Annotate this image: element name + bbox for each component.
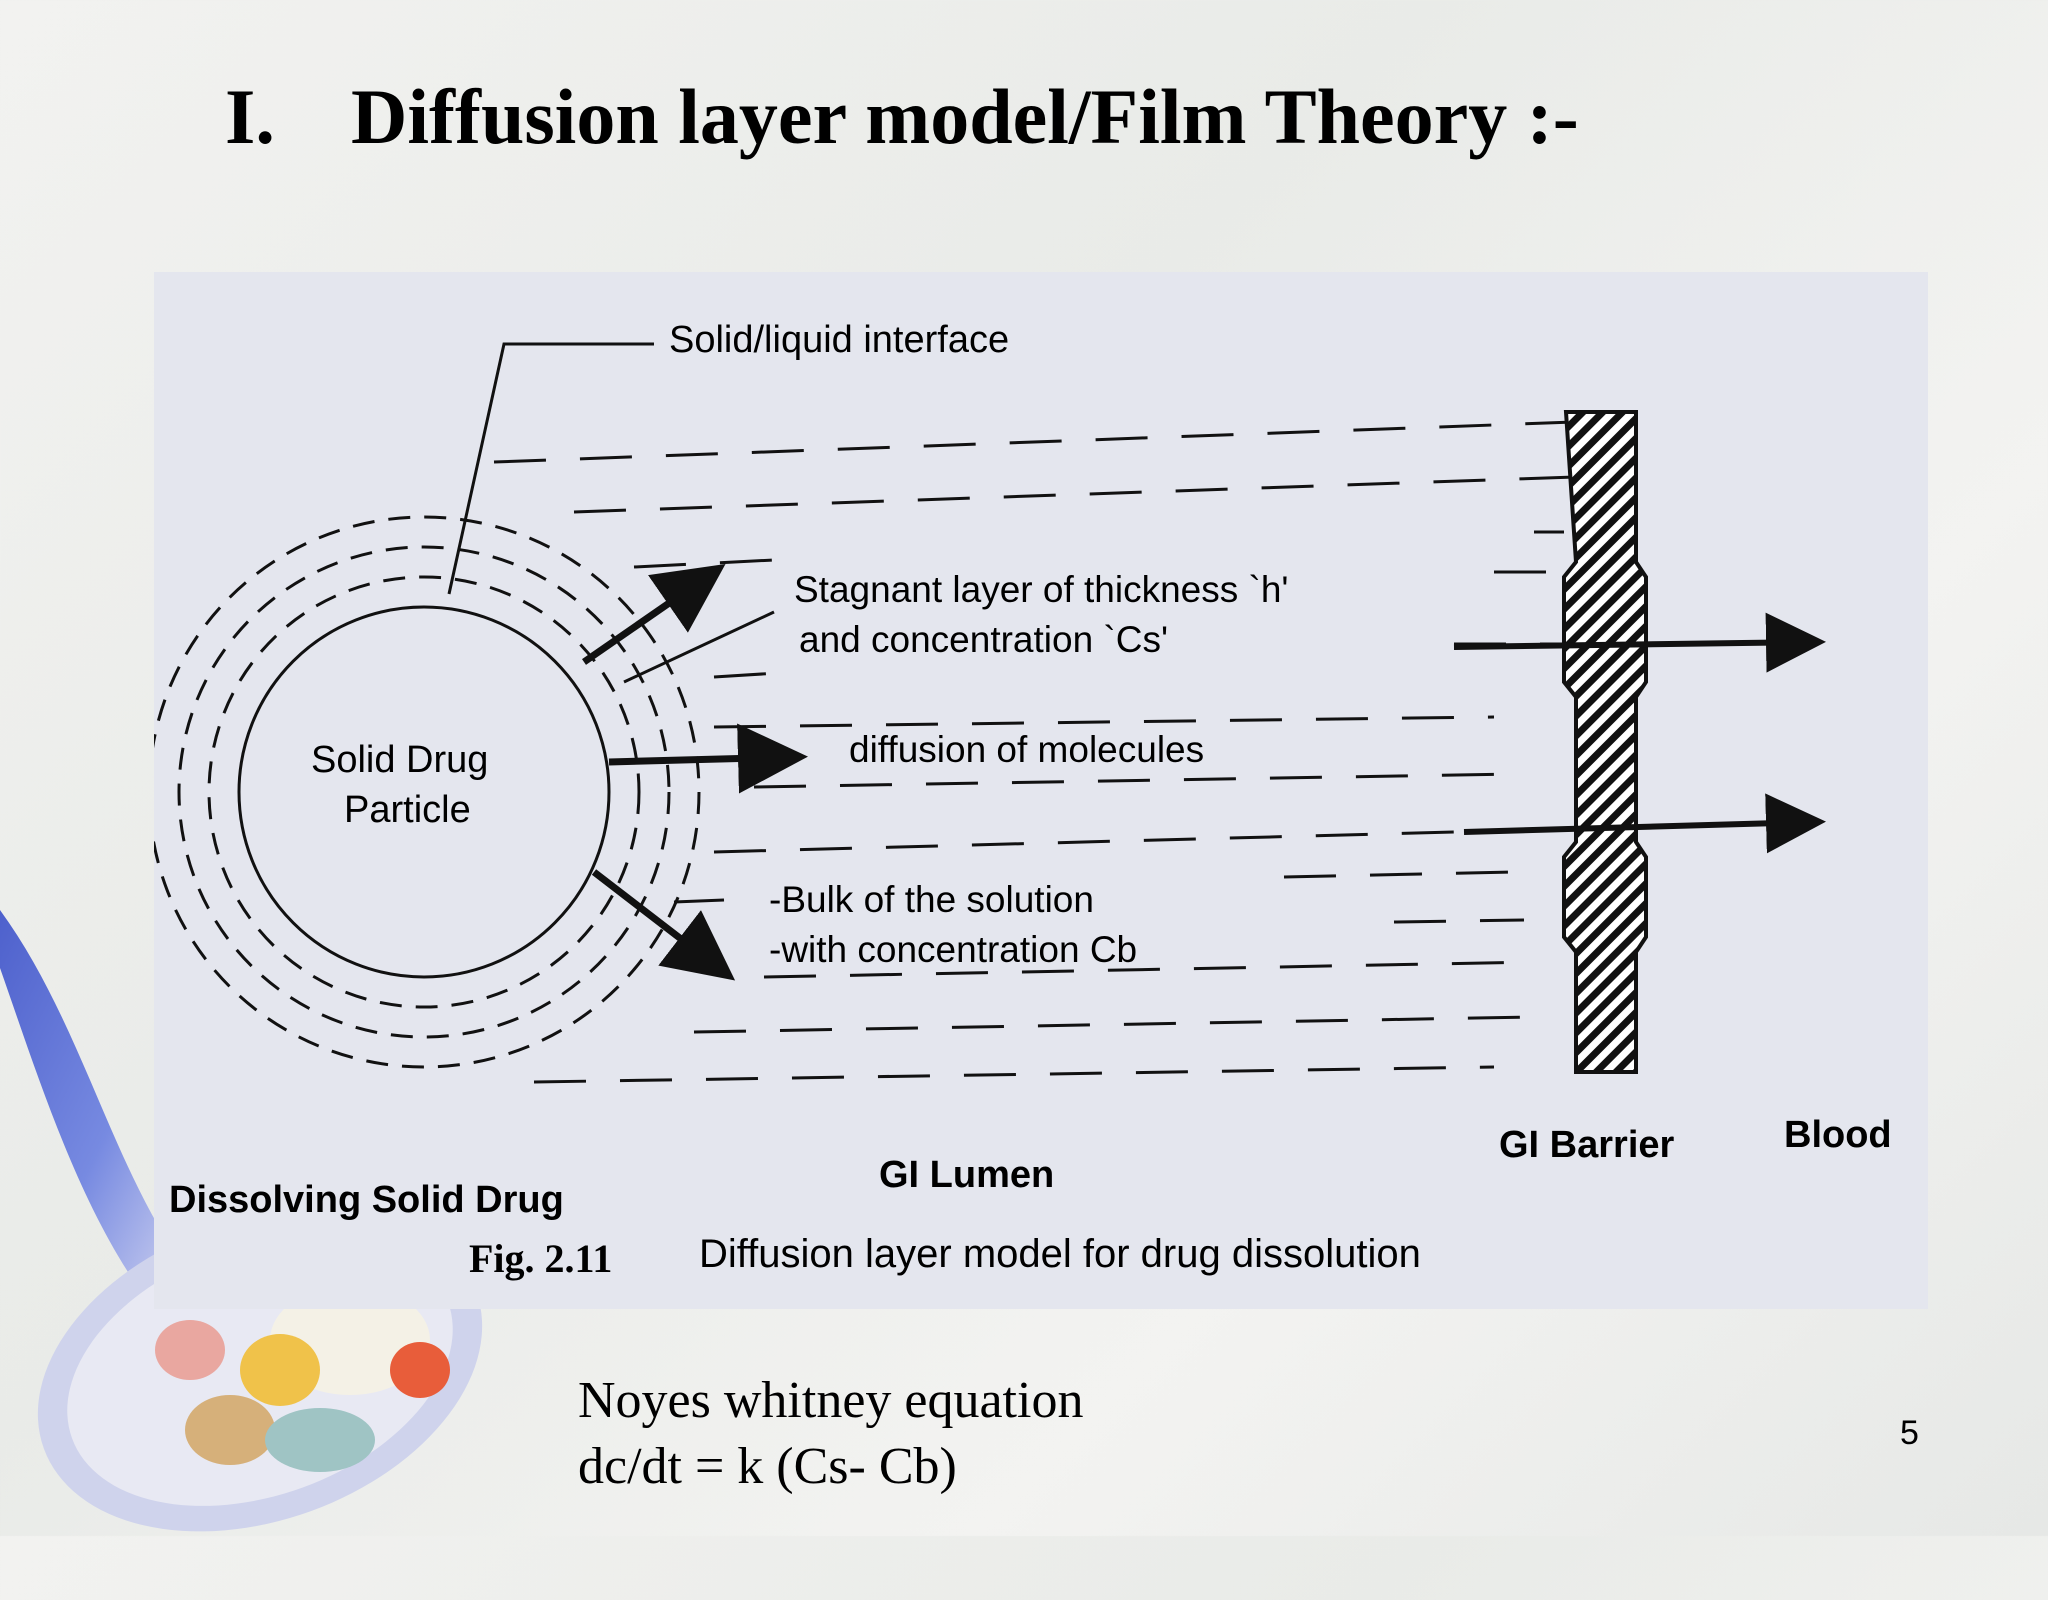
figure-drawing: Solid/liquid interface Stagnant layer of… [154, 319, 1892, 1281]
diffusion-layer-figure: Solid/liquid interface Stagnant layer of… [154, 272, 1928, 1309]
equation-block: Noyes whitney equation dc/dt = k (Cs- Cb… [578, 1368, 1083, 1500]
label-stagnant-1: Stagnant layer of thickness `h' [794, 569, 1289, 610]
pill-yellow [240, 1334, 320, 1406]
title-number: I. [225, 73, 275, 160]
label-particle-1: Solid Drug [311, 739, 488, 781]
label-stagnant-2: and concentration `Cs' [799, 619, 1168, 660]
label-bulk-1: -Bulk of the solution [769, 879, 1094, 920]
equation-title: Noyes whitney equation [578, 1372, 1084, 1429]
title-text: Diffusion layer model/Film Theory :- [351, 73, 1579, 160]
arrow-to-blood-lower [1463, 793, 1826, 854]
label-interface: Solid/liquid interface [669, 319, 1009, 361]
stagnant-layer-rings [154, 515, 701, 1069]
arrow-stagnant [582, 564, 726, 665]
caption-number: Fig. 2.11 [469, 1236, 612, 1281]
pill-teal [265, 1408, 375, 1472]
solid-drug-particle [237, 605, 611, 979]
page-number: 5 [1900, 1414, 1919, 1452]
caption-text: Diffusion layer model for drug dissoluti… [699, 1232, 1421, 1276]
pill-tan [185, 1395, 275, 1465]
label-diffusion: diffusion of molecules [849, 729, 1204, 770]
label-dissolving: Dissolving Solid Drug [169, 1179, 564, 1221]
slide-title: I. Diffusion layer model/Film Theory :- [225, 72, 1579, 162]
stagnant-leader-line [623, 610, 775, 684]
interface-leader-line [447, 342, 654, 595]
solution-dash-lines [493, 420, 1575, 1084]
label-gi-lumen: GI Lumen [879, 1154, 1054, 1196]
equation-formula: dc/dt = k (Cs- Cb) [578, 1438, 957, 1495]
gi-barrier [1562, 410, 1648, 1074]
label-bulk-2: -with concentration Cb [769, 929, 1137, 970]
arrow-to-blood-upper [1453, 612, 1826, 673]
arrow-diffusion [608, 723, 808, 794]
pill-pink [155, 1320, 225, 1380]
label-gi-barrier: GI Barrier [1499, 1124, 1675, 1166]
pill-red [390, 1342, 450, 1398]
arrow-bulk [591, 869, 736, 981]
label-blood: Blood [1784, 1114, 1892, 1156]
label-particle-2: Particle [344, 789, 471, 831]
